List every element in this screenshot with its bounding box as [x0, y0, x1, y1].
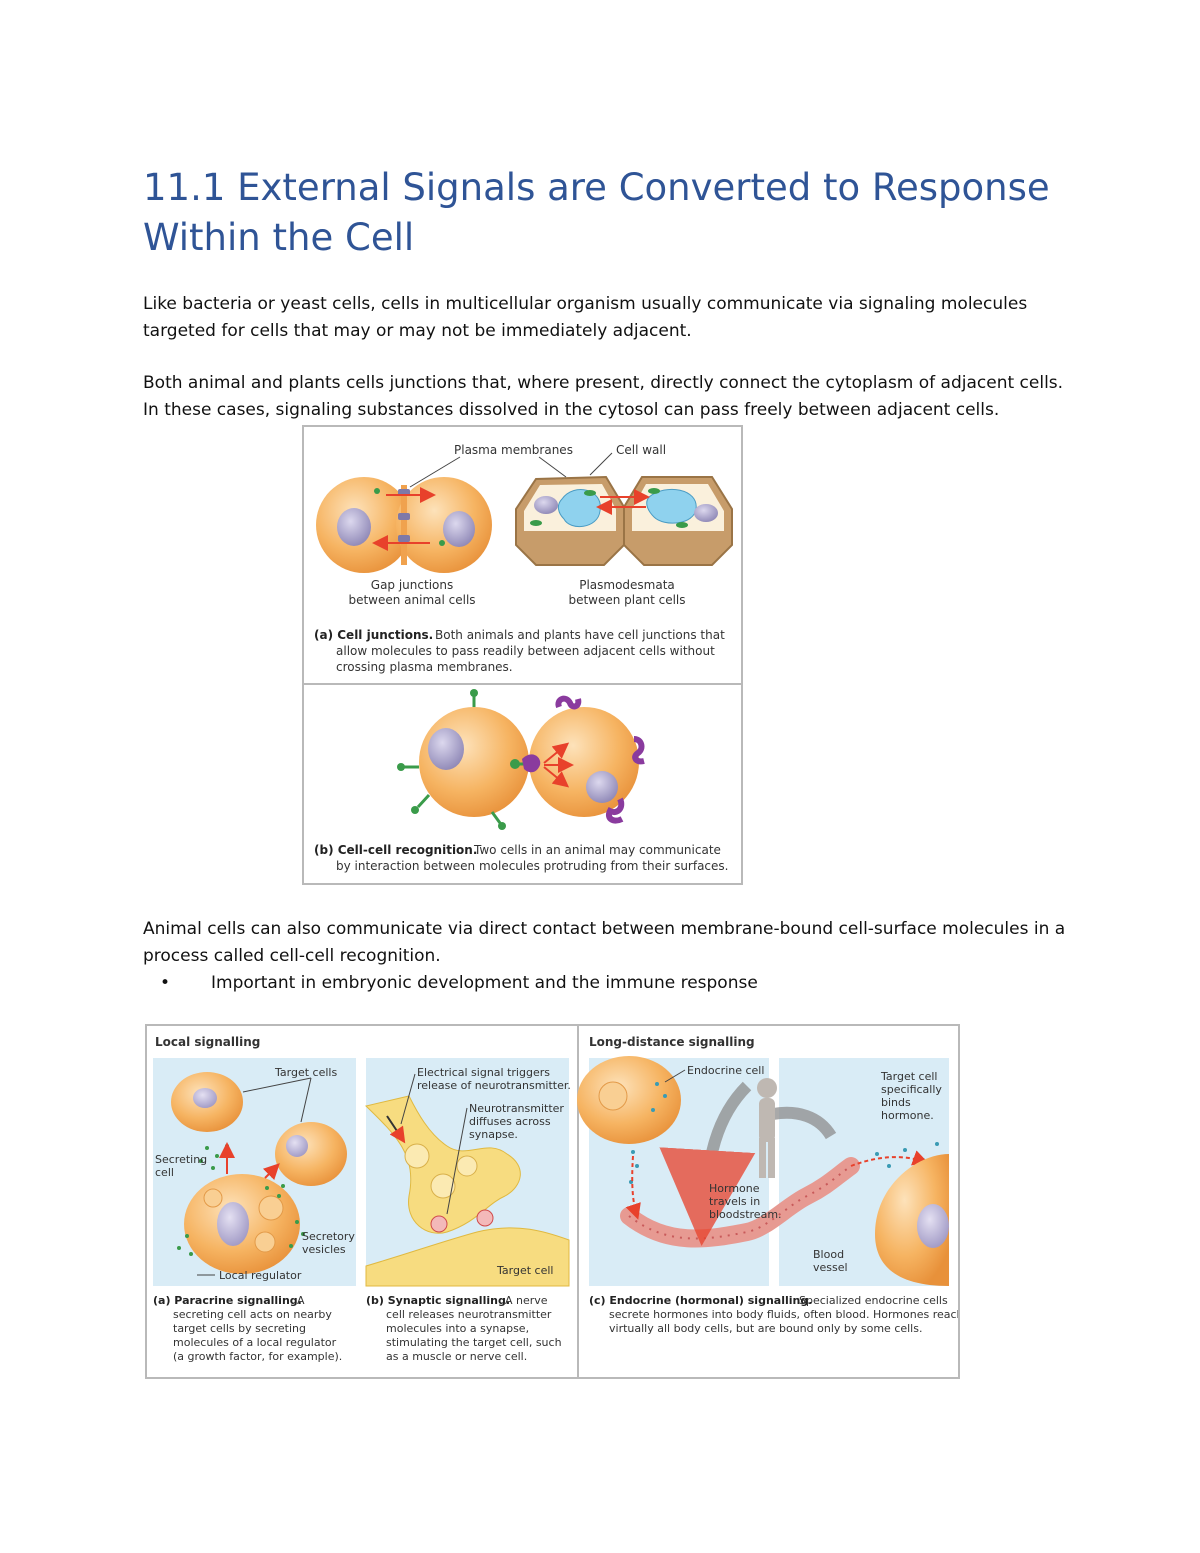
caption-a-title: (a) Cell junctions. — [314, 628, 433, 642]
caption-paracrine-5: (a growth factor, for example). — [173, 1350, 342, 1363]
label-neurotransmitter-2: diffuses across — [469, 1115, 551, 1128]
endocrine-illustration — [577, 1056, 949, 1286]
animal-cells-gap-junction — [316, 477, 492, 573]
label-secreting-cell: cell — [155, 1166, 174, 1179]
caption-synaptic-3: molecules into a synapse, — [386, 1322, 529, 1335]
caption-synaptic-4: stimulating the target cell, such — [386, 1336, 562, 1349]
bullet-marker: • — [160, 973, 171, 993]
label-target-cell-specifically: Target cell — [880, 1070, 937, 1083]
label-vesicles: vesicles — [302, 1243, 346, 1256]
label-electrical-signal-2: release of neurotransmitter. — [417, 1079, 571, 1092]
figure-cell-junctions: Plasma membranes Cell wall Gap junctions… — [302, 425, 743, 885]
label-target-cells: Target cells — [274, 1066, 337, 1079]
label-neurotransmitter-3: synapse. — [469, 1128, 518, 1141]
label-hormone: Hormone — [709, 1182, 760, 1195]
caption-a-line3: crossing plasma membranes. — [336, 660, 513, 674]
plant-cells-plasmodesmata — [515, 475, 733, 566]
caption-b-line1: Two cells in an animal may communicate — [473, 843, 721, 857]
label-electrical-signal: Electrical signal triggers — [417, 1066, 550, 1079]
figure-signalling-illustration: Local signalling Long-distance signallin… — [153, 1026, 964, 1377]
figure-cell-junctions-illustration: Plasma membranes Cell wall Gap junctions… — [304, 443, 741, 873]
label-target-cell-specifically-4: hormone. — [881, 1109, 934, 1122]
cell-recognition-illustration — [397, 689, 645, 830]
title-local-signalling: Local signalling — [155, 1035, 260, 1049]
label-secretory: Secretory — [302, 1230, 355, 1243]
label-blood-vessel-2: vessel — [813, 1261, 848, 1274]
paragraph-recognition: Animal cells can also communicate via di… — [143, 919, 1066, 966]
caption-b-title: (b) Cell-cell recognition. — [314, 843, 477, 857]
caption-synaptic-tail: A nerve — [505, 1294, 548, 1307]
caption-endocrine-tail: Specialized endocrine cells — [799, 1294, 948, 1307]
caption-a-line1: Both animals and plants have cell juncti… — [435, 628, 725, 642]
title-long-distance-signalling: Long-distance signalling — [589, 1035, 755, 1049]
label-endocrine-cell: Endocrine cell — [687, 1064, 764, 1077]
label-gap-junctions: Gap junctions — [371, 578, 453, 592]
label-secreting: Secreting — [155, 1153, 207, 1166]
caption-paracrine-title: (a) Paracrine signalling. — [153, 1294, 302, 1307]
label-cell-wall: Cell wall — [616, 443, 666, 457]
caption-endocrine-2: secrete hormones into body fluids, often… — [609, 1308, 958, 1321]
label-hormone-2: travels in — [709, 1195, 760, 1208]
label-target-cell-specifically-2: specifically — [881, 1083, 942, 1096]
label-plasmodesmata: Plasmodesmata — [579, 578, 675, 592]
label-target-cell-specifically-3: binds — [881, 1096, 911, 1109]
caption-paracrine-3: target cells by secreting — [173, 1322, 306, 1335]
caption-paracrine-4: molecules of a local regulator — [173, 1336, 337, 1349]
label-target-cell: Target cell — [496, 1264, 553, 1277]
page-title: 11.1 External Signals are Converted to R… — [143, 166, 1050, 259]
bullet-item: Important in embryonic development and t… — [211, 973, 758, 993]
caption-a-line2: allow molecules to pass readily between … — [336, 644, 715, 658]
label-hormone-3: bloodstream. — [709, 1208, 782, 1221]
caption-endocrine-3: virtually all body cells, but are bound … — [609, 1322, 922, 1335]
label-plasma-membranes: Plasma membranes — [454, 443, 573, 457]
caption-synaptic-2: cell releases neurotransmitter — [386, 1308, 552, 1321]
label-local-regulator: Local regulator — [219, 1269, 302, 1282]
label-neurotransmitter: Neurotransmitter — [469, 1102, 564, 1115]
synaptic-illustration — [364, 1095, 570, 1287]
caption-paracrine-tail: A — [297, 1294, 305, 1307]
caption-b-line2: by interaction between molecules protrud… — [336, 859, 728, 873]
caption-synaptic-5: as a muscle or nerve cell. — [386, 1350, 527, 1363]
label-plasmodesmata-sub: between plant cells — [568, 593, 685, 607]
figure-signalling-types: Local signalling Long-distance signallin… — [145, 1024, 964, 1379]
label-blood-vessel: Blood — [813, 1248, 844, 1261]
paragraph-intro: Like bacteria or yeast cells, cells in m… — [143, 294, 1028, 341]
paragraph-junctions: Both animal and plants cells junctions t… — [143, 373, 1064, 420]
caption-synaptic-title: (b) Synaptic signalling. — [366, 1294, 510, 1307]
label-gap-junctions-sub: between animal cells — [348, 593, 475, 607]
caption-endocrine-title: (c) Endocrine (hormonal) signalling. — [589, 1294, 812, 1307]
paracrine-illustration — [171, 1072, 347, 1274]
caption-paracrine-2: secreting cell acts on nearby — [173, 1308, 332, 1321]
